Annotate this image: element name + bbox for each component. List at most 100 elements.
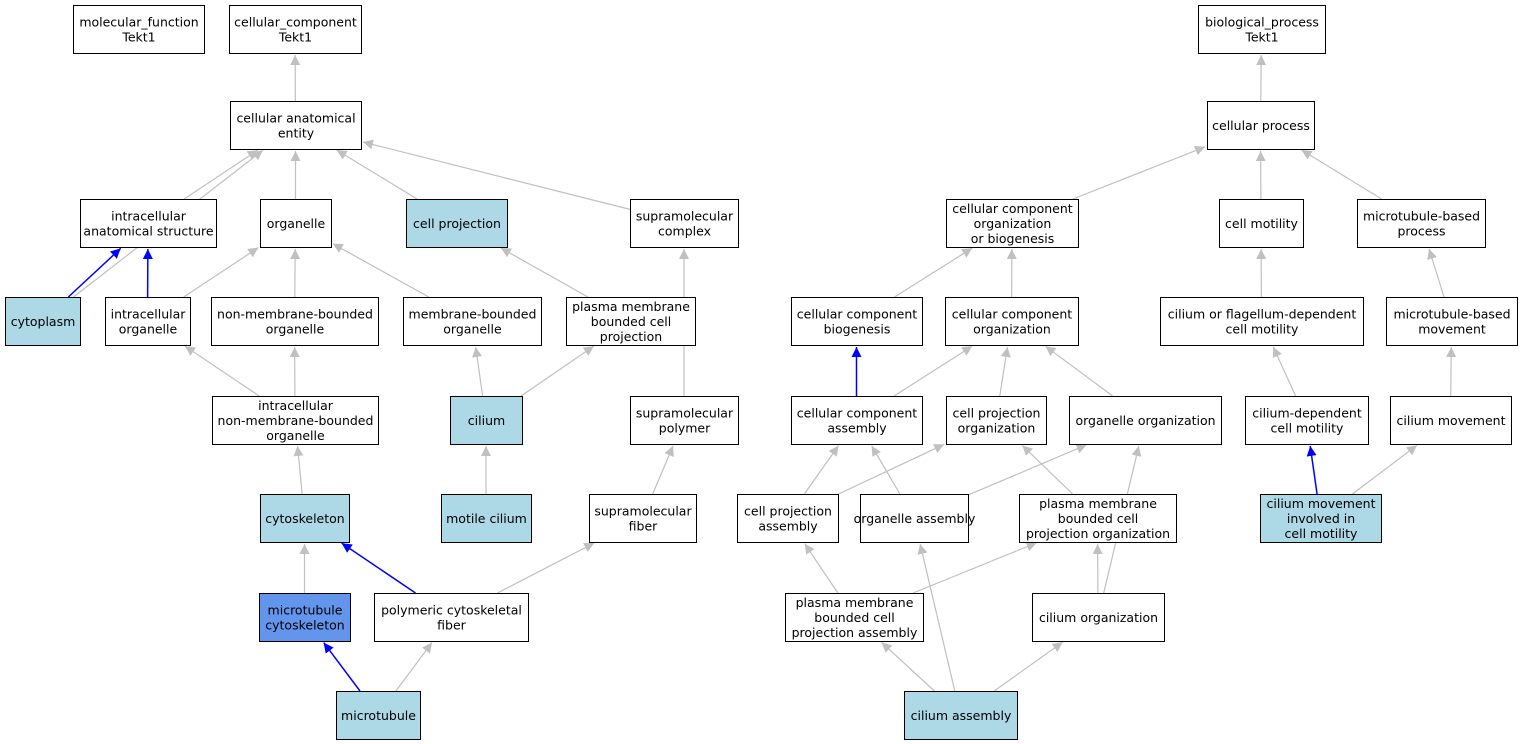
node-box [80,199,217,248]
edge-intracell-nonmem-to-intracell-org [184,345,260,397]
node-label: organelle [443,322,502,337]
edge-organelle-org-to-cc-organization [1045,345,1113,397]
edge-pm-bounded-proj-to-cell-proj [500,247,589,298]
node-label: projection organization [1026,526,1170,541]
edge-supramol-complex-to-cell-anat [362,139,631,210]
node-box [441,494,532,543]
go-term-node-cell-motility[interactable]: cell motility [1219,199,1304,248]
node-label: cytoplasm [11,314,76,329]
node-box [260,199,332,248]
node-box [1069,396,1222,445]
node-label: supramolecular [636,406,734,421]
node-box [259,593,351,642]
node-box [785,593,924,642]
node-label: cell motility [1226,322,1300,337]
node-box [212,396,379,445]
go-term-node-cytoplasm[interactable]: cytoplasm [5,297,81,346]
go-term-node-cilium-movement[interactable]: cilium movement [1390,396,1512,445]
node-label: organelle [266,428,325,443]
node-box [336,691,421,740]
node-label: microtubule-based [1363,209,1480,224]
node-label: cell motility [1271,421,1345,436]
go-term-node-intracell-nonmem[interactable]: intracellularnon-membrane-boundedorganel… [212,396,379,445]
node-label: intracellular [111,307,187,322]
node-box [229,5,362,54]
go-term-node-microtubule[interactable]: microtubule [336,691,421,740]
go-term-node-cytoskeleton[interactable]: cytoskeleton [260,494,350,543]
node-label: cell motility [1225,216,1299,231]
node-label: motile cilium [446,511,527,526]
node-label: polymeric cytoskeletal [381,603,522,618]
node-label: microtubule [268,603,343,618]
node-label: complex [658,224,711,239]
node-label: cilium organization [1039,610,1158,625]
go-term-node-cilium-assembly[interactable]: cilium assembly [904,691,1018,740]
edge-cell-proj-assembly-to-cc-assembly [803,445,839,495]
node-label: cilium or flagellum-dependent [1168,307,1357,322]
node-label: polymer [659,421,711,436]
go-term-node-organelle[interactable]: organelle [260,199,332,248]
node-box [1260,494,1382,543]
node-box [737,494,839,543]
node-label: cell projection [744,504,832,519]
node-box [105,297,191,346]
node-label: cilium movement [1397,413,1506,428]
node-label: cellular process [1212,118,1310,133]
node-label: biological_process [1205,15,1319,30]
go-term-node-organelle-assembly[interactable]: organelle assembly [854,494,976,543]
node-label: plasma membrane [572,299,690,314]
edge-organelle-assembly-to-organelle-org [967,444,1087,496]
edge-cilium-to-mem-org [472,346,484,397]
node-label: anatomical structure [83,224,213,239]
go-term-node-cell-process[interactable]: cellular process [1207,101,1315,150]
edge-cilium-dep-motility-to-cilium-flag-motility [1272,346,1297,397]
edge-cilium-mov-motility-to-cilium-movement [1351,444,1418,495]
node-label: cell projection [413,216,501,231]
edge-cilium-assembly-to-pm-proj-assembly [881,641,935,692]
go-term-node-organelle-org[interactable]: organelle organization [1069,396,1222,445]
go-term-node-cilium-organization[interactable]: cilium organization [1032,593,1165,642]
go-term-node-cilium[interactable]: cilium [450,396,523,445]
node-label: fiber [437,618,466,633]
node-label: assembly [827,421,887,436]
node-label: or biogenesis [971,231,1055,246]
node-label: non-membrane-bounded [218,413,374,428]
node-label: cell projection [953,406,1041,421]
node-label: bounded cell [591,314,671,329]
go-term-node-cell-proj[interactable]: cell projection [406,199,508,248]
node-label: assembly [758,519,818,534]
edge-mem-org-to-organelle [332,243,430,298]
node-box [566,297,696,346]
edge-mt-based-process-to-cell-process [1301,149,1383,200]
node-label: organelle [119,322,178,337]
node-box [1019,494,1177,543]
go-term-node-motile-cilium[interactable]: motile cilium [441,494,532,543]
